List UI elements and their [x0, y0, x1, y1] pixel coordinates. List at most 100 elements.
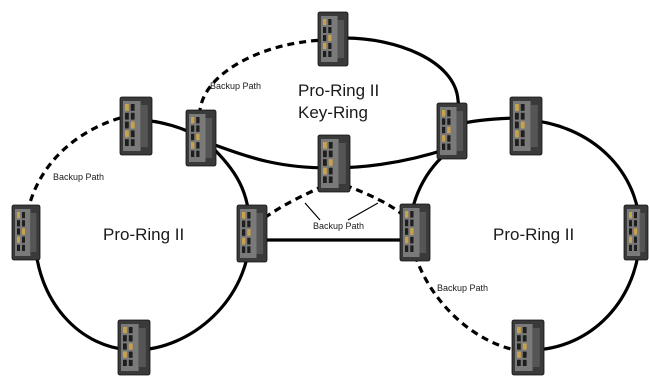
switch-port [328, 159, 333, 166]
switch-port [125, 130, 129, 138]
switch-port [328, 27, 332, 33]
switch-port [522, 335, 527, 342]
switch-port [629, 236, 632, 243]
switch-port [328, 176, 333, 183]
switch-heatsink [205, 118, 213, 158]
switch-port [410, 219, 414, 227]
switch-port [328, 43, 332, 49]
switch-heatsink [639, 213, 645, 252]
switch-port [629, 228, 632, 235]
switch-port [323, 150, 327, 158]
backup-label-center: Backup Path [313, 221, 364, 231]
switch-port [405, 245, 409, 252]
switch-port [247, 229, 251, 236]
keyring-title-line1: Pro-Ring II [298, 81, 379, 100]
switch-port [520, 112, 525, 120]
switch-port [629, 244, 632, 251]
switch-port [247, 237, 251, 245]
switch-port [196, 125, 200, 132]
switch-port [191, 125, 195, 132]
switch-port [405, 236, 409, 244]
switch-port [130, 139, 135, 146]
switch-left-top-industrial-ethernet-switch-icon [119, 96, 153, 156]
switch-port [130, 130, 135, 138]
switch-port [247, 220, 251, 228]
switch-port [522, 343, 527, 350]
switch-heatsink [530, 105, 538, 147]
switch-keyring-left-industrial-ethernet-switch-icon [185, 109, 217, 167]
left-ring-title: Pro-Ring II [103, 225, 184, 244]
switch-port [447, 126, 451, 134]
switch-port [128, 327, 133, 334]
switch-port [447, 110, 451, 117]
switch-port [447, 118, 451, 125]
switch-port [247, 246, 251, 253]
backup-label-right: Backup Path [437, 283, 488, 293]
switch-port [515, 130, 519, 138]
switch-port [410, 236, 414, 244]
switch-port [323, 51, 327, 57]
switch-port [196, 133, 200, 141]
switch-port [517, 343, 521, 350]
switch-port [22, 212, 25, 219]
backup-path-center-right [344, 183, 412, 224]
backup-label-keyring: Backup Path [210, 81, 261, 91]
switch-heatsink [30, 213, 37, 252]
switch-port [522, 359, 527, 366]
switch-heatsink [338, 143, 346, 184]
switch-left-outer-industrial-ethernet-switch-icon [11, 204, 41, 261]
switch-right-top-industrial-ethernet-switch-icon [509, 96, 543, 156]
switch-port [22, 228, 25, 235]
switch-port [128, 359, 133, 366]
switch-face [627, 209, 641, 256]
right-ring-title: Pro-Ring II [493, 225, 574, 244]
switch-port [405, 211, 409, 218]
switch-port [191, 150, 195, 157]
switch-right-outer-industrial-ethernet-switch-icon [623, 204, 649, 261]
switch-port [515, 121, 519, 129]
switch-port [130, 112, 135, 120]
switch-port [196, 150, 200, 157]
switch-port [442, 118, 446, 125]
switch-port [328, 150, 333, 158]
switch-port [629, 212, 632, 219]
switch-port [634, 244, 637, 251]
switch-port [125, 121, 129, 129]
switch-port [123, 359, 127, 366]
switch-port [242, 237, 246, 245]
switch-port [17, 228, 20, 235]
switch-heatsink [140, 105, 148, 147]
switch-port [123, 343, 127, 350]
switch-port [522, 327, 527, 334]
switch-port [123, 335, 127, 342]
switch-port [191, 133, 195, 141]
switch-port [629, 220, 632, 227]
switch-port [125, 112, 129, 120]
switch-port [191, 117, 195, 124]
switch-port [517, 351, 521, 358]
switch-keyring-right-industrial-ethernet-switch-icon [436, 102, 468, 160]
switch-port [196, 117, 200, 124]
switch-heatsink [419, 212, 427, 253]
switch-port [128, 343, 133, 350]
switch-port [22, 244, 25, 251]
switch-heatsink [456, 111, 464, 151]
switch-port [410, 228, 414, 235]
keyring-title-line2: Key-Ring [298, 103, 368, 122]
switch-right-bottom-industrial-ethernet-switch-icon [511, 319, 545, 376]
switch-port [517, 327, 521, 334]
switch-port [522, 351, 527, 358]
switch-port [242, 229, 246, 236]
switch-port [634, 212, 637, 219]
switch-port [515, 104, 519, 111]
switch-port [22, 236, 25, 243]
switch-port [130, 104, 135, 111]
switch-port [328, 19, 332, 25]
switch-port [634, 236, 637, 243]
switch-port [520, 104, 525, 111]
switch-port [328, 142, 333, 149]
switch-port [323, 142, 327, 149]
switch-port [128, 335, 133, 342]
switch-keyring-center-industrial-ethernet-switch-icon [317, 134, 351, 193]
